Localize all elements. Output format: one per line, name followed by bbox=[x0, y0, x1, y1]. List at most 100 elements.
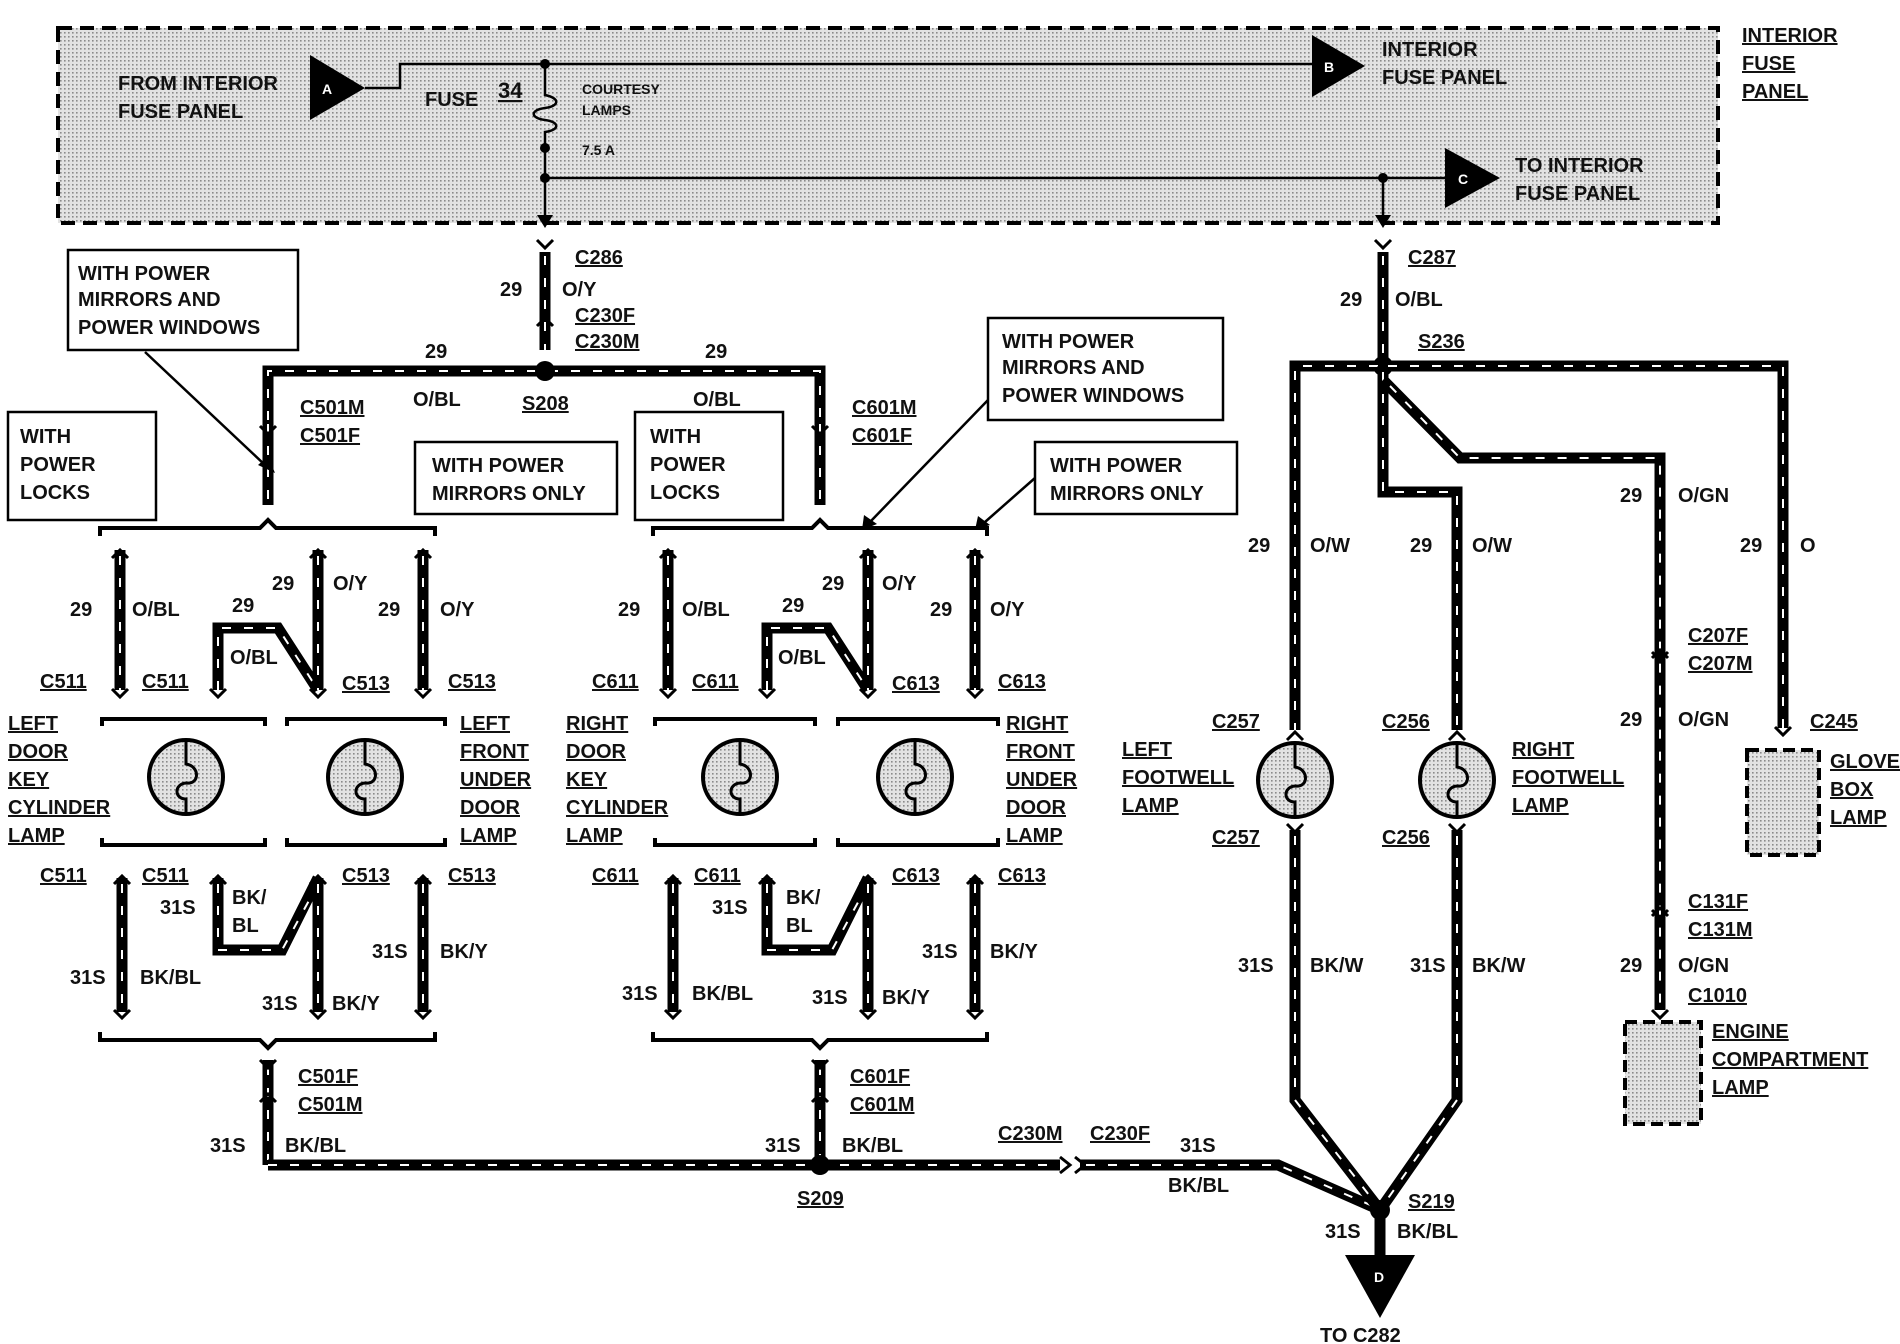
svg-text:29: 29 bbox=[1340, 289, 1362, 311]
note-pm-only-right bbox=[1033, 440, 1239, 516]
wire-29-ogn-engine bbox=[1379, 376, 1666, 1010]
feed-color-oy: O/Y bbox=[562, 279, 597, 301]
svg-text:29: 29 bbox=[1620, 709, 1642, 731]
glove-box-lamp-icon bbox=[1745, 748, 1821, 857]
ref-c-label-2: FUSE PANEL bbox=[1515, 183, 1640, 205]
s236-label: S236 bbox=[1418, 331, 1465, 353]
svg-text:RIGHT: RIGHT bbox=[566, 713, 628, 735]
svg-text:31S: 31S bbox=[210, 1135, 246, 1157]
svg-text:LAMP: LAMP bbox=[1712, 1077, 1769, 1099]
svg-text:C511: C511 bbox=[142, 865, 189, 887]
fuse-mid-node bbox=[540, 143, 550, 153]
right-top-bracket bbox=[651, 517, 989, 536]
left-footwell-lamp-bulb-icon bbox=[1256, 741, 1334, 819]
left-front-under-door-lamp-bulb-icon bbox=[326, 738, 404, 816]
svg-text:31S: 31S bbox=[70, 967, 106, 989]
svg-text:C601M: C601M bbox=[852, 397, 916, 419]
right-bottom-bracket bbox=[651, 1032, 989, 1051]
svg-text:POWER: POWER bbox=[650, 454, 726, 476]
svg-text:C1010: C1010 bbox=[1688, 985, 1747, 1007]
panel-title-3: PANEL bbox=[1742, 81, 1808, 103]
svg-text:31S: 31S bbox=[262, 993, 298, 1015]
svg-text:UNDER: UNDER bbox=[1006, 769, 1078, 791]
ground-return: 31S BK/BL 31S BK/BL S209 C230M C230F 31S… bbox=[210, 1123, 1458, 1344]
svg-text:31S: 31S bbox=[1238, 955, 1274, 977]
engine-compartment-lamp-icon bbox=[1623, 1020, 1703, 1126]
fuse-number: 34 bbox=[498, 78, 523, 103]
svg-text:31S: 31S bbox=[1180, 1135, 1216, 1157]
svg-text:C611: C611 bbox=[592, 865, 639, 887]
right-front-under-door-lamp-label: RIGHT FRONT UNDER DOOR LAMP bbox=[1006, 713, 1078, 847]
bus-circuit-29-right: 29 bbox=[705, 341, 727, 363]
c230m-label: C230M bbox=[575, 331, 639, 353]
svg-text:C601M: C601M bbox=[850, 1094, 914, 1116]
svg-text:C131F: C131F bbox=[1688, 891, 1748, 913]
svg-text:KEY: KEY bbox=[566, 769, 608, 791]
svg-text:C256: C256 bbox=[1382, 711, 1430, 733]
bus-color-obl-right: O/BL bbox=[693, 389, 741, 411]
svg-text:MIRRORS ONLY: MIRRORS ONLY bbox=[1050, 483, 1204, 505]
svg-text:31S: 31S bbox=[712, 897, 748, 919]
svg-text:O: O bbox=[1800, 535, 1816, 557]
svg-text:C511: C511 bbox=[40, 671, 87, 693]
svg-text:ENGINE: ENGINE bbox=[1712, 1021, 1789, 1043]
right-footwell-lamp-bulb-icon bbox=[1418, 741, 1496, 819]
svg-text:FRONT: FRONT bbox=[460, 741, 529, 763]
svg-text:31S: 31S bbox=[812, 987, 848, 1009]
svg-text:C245: C245 bbox=[1810, 711, 1858, 733]
note-pl-right bbox=[633, 410, 785, 522]
svg-text:BK/Y: BK/Y bbox=[440, 941, 488, 963]
svg-text:FOOTWELL: FOOTWELL bbox=[1122, 767, 1234, 789]
wire-29-o-glove-box bbox=[1383, 360, 1789, 728]
svg-text:O/Y: O/Y bbox=[333, 573, 368, 595]
svg-text:POWER: POWER bbox=[20, 454, 96, 476]
bus-circuit-29-left: 29 bbox=[425, 341, 447, 363]
fuse-word: FUSE bbox=[425, 89, 478, 111]
svg-text:UNDER: UNDER bbox=[460, 769, 532, 791]
c230-return-connector-icon bbox=[1059, 1155, 1073, 1175]
svg-text:RIGHT: RIGHT bbox=[1006, 713, 1068, 735]
left-feed: C286 29 O/Y C230F C230M 29 29 O/BL O/BL … bbox=[262, 238, 826, 420]
svg-text:LEFT: LEFT bbox=[8, 713, 58, 735]
svg-text:BK/BL: BK/BL bbox=[692, 983, 753, 1005]
left-bottom-bracket bbox=[98, 1032, 437, 1051]
ref-c-letter: C bbox=[1458, 171, 1468, 187]
svg-text:MIRRORS AND: MIRRORS AND bbox=[1002, 357, 1145, 379]
svg-text:31S: 31S bbox=[922, 941, 958, 963]
note-pm-pw-left bbox=[66, 248, 300, 352]
svg-text:LOCKS: LOCKS bbox=[20, 482, 90, 504]
to-c282-label: TO C282 bbox=[1320, 1325, 1401, 1344]
fuse-rating: 7.5 A bbox=[582, 142, 615, 158]
wire-31s-bkw-right-footwell bbox=[1375, 830, 1463, 1214]
svg-text:31S: 31S bbox=[1410, 955, 1446, 977]
svg-text:C613: C613 bbox=[892, 865, 940, 887]
svg-text:WITH: WITH bbox=[650, 426, 701, 448]
svg-text:BK/BL: BK/BL bbox=[140, 967, 201, 989]
right-front-under-door-lamp-bulb-icon bbox=[876, 738, 954, 816]
svg-text:DOOR: DOOR bbox=[8, 741, 69, 763]
svg-text:C613: C613 bbox=[892, 673, 940, 695]
note-pm-pw-right-leader bbox=[869, 399, 989, 523]
panel-title-2: FUSE bbox=[1742, 53, 1795, 75]
svg-text:C611: C611 bbox=[592, 671, 639, 693]
svg-text:C230F: C230F bbox=[1090, 1123, 1150, 1145]
svg-text:BK/Y: BK/Y bbox=[332, 993, 380, 1015]
left-door-group: C501M C501F WITH POWER MIRRORS AND POWER… bbox=[6, 248, 619, 1165]
svg-text:O/BL: O/BL bbox=[682, 599, 730, 621]
note-pm-only-left bbox=[413, 440, 619, 516]
fuse-desc-1: COURTESY bbox=[582, 81, 660, 97]
left-door-key-cylinder-lamp-label: LEFT DOOR KEY CYLINDER LAMP bbox=[8, 713, 111, 847]
svg-text:BK/: BK/ bbox=[232, 887, 267, 909]
svg-text:C287: C287 bbox=[1408, 247, 1456, 269]
ref-c-triangle bbox=[1445, 148, 1500, 208]
ref-b-triangle bbox=[1312, 35, 1365, 97]
svg-text:O/GN: O/GN bbox=[1678, 955, 1729, 977]
svg-text:29: 29 bbox=[1740, 535, 1762, 557]
svg-text:C501M: C501M bbox=[298, 1094, 362, 1116]
svg-text:MIRRORS AND: MIRRORS AND bbox=[78, 289, 221, 311]
s208-label: S208 bbox=[522, 393, 569, 415]
svg-text:C513: C513 bbox=[448, 671, 496, 693]
svg-text:LAMP: LAMP bbox=[1122, 795, 1179, 817]
svg-text:C511: C511 bbox=[40, 865, 87, 887]
svg-text:C613: C613 bbox=[998, 865, 1046, 887]
